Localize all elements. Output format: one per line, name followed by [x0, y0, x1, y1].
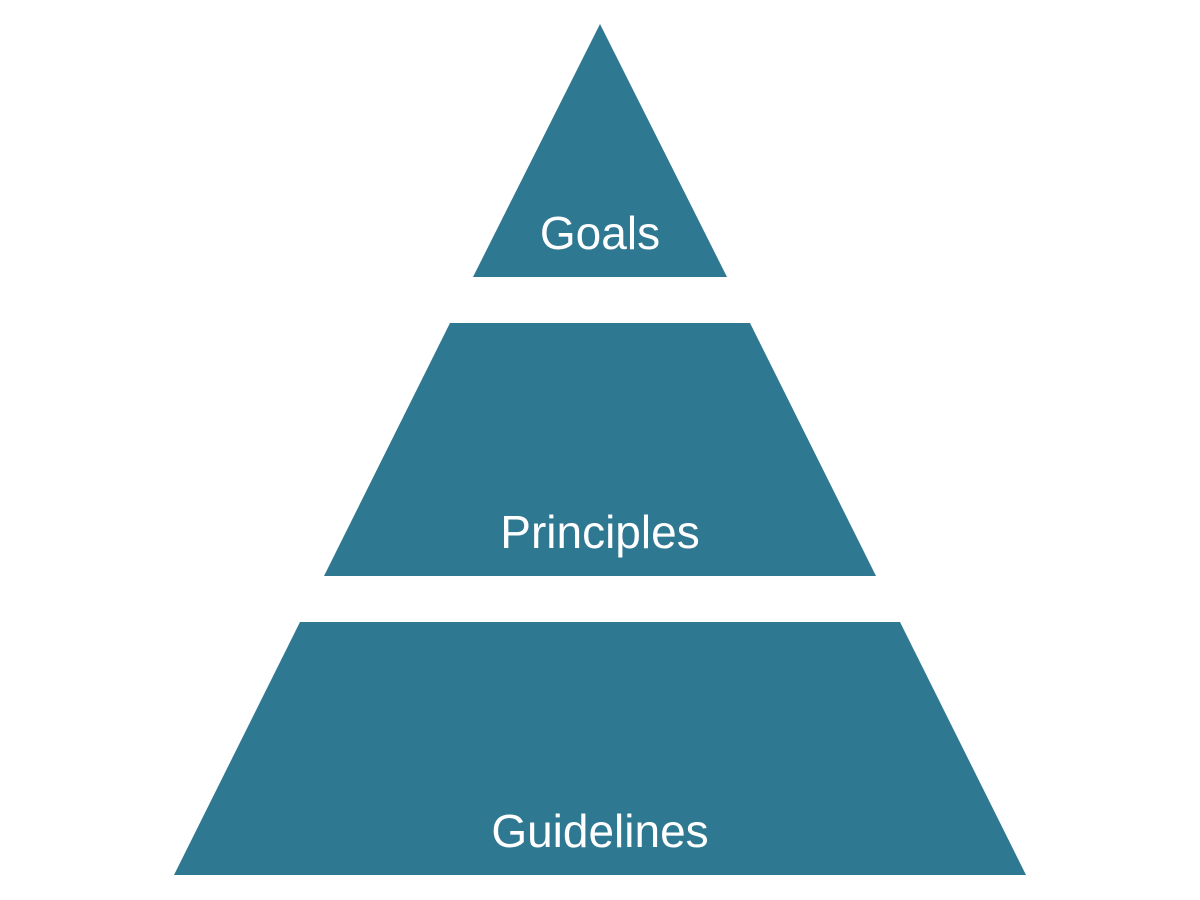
tier-principles-label: Principles: [500, 506, 699, 558]
tier-goals-shape: [473, 24, 727, 277]
tier-principles-shape: [324, 323, 876, 576]
tier-guidelines-label: Guidelines: [491, 805, 708, 857]
tier-guidelines-shape: [174, 622, 1026, 875]
tier-guidelines: Guidelines: [174, 622, 1026, 875]
tier-goals-label: Goals: [540, 207, 660, 259]
tier-goals: Goals: [473, 24, 727, 277]
tier-principles: Principles: [324, 323, 876, 576]
